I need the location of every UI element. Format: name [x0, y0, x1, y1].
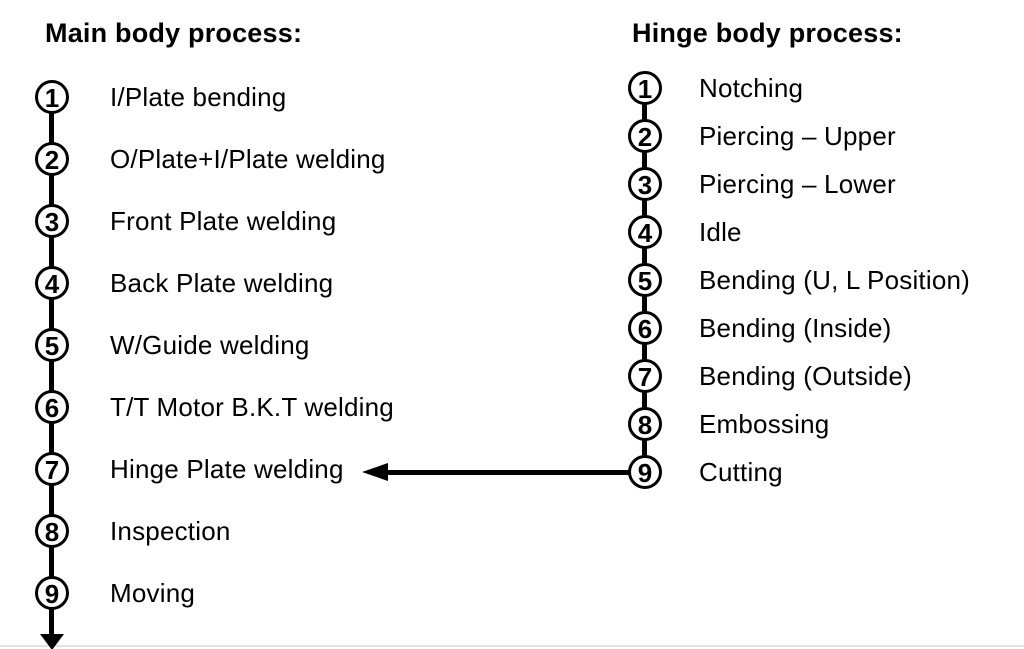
- process-step-number: 7: [637, 362, 653, 392]
- process-step-number: 4: [637, 218, 653, 248]
- process-step-label: Piercing – Upper: [699, 120, 896, 151]
- process-step-label: Piercing – Lower: [699, 168, 896, 199]
- process-step-number: 9: [637, 458, 653, 488]
- process-step-number: 3: [44, 207, 60, 237]
- process-step-number: 8: [637, 410, 653, 440]
- process-step-label: T/T Motor B.K.T welding: [110, 391, 394, 422]
- process-step-number: 9: [44, 579, 60, 609]
- main-chain-line: [49, 97, 54, 636]
- process-step-number: 2: [637, 122, 653, 152]
- main-body-process-title: Main body process:: [45, 18, 303, 48]
- process-step-circle: 1: [35, 80, 69, 114]
- process-step-number: 8: [44, 517, 60, 547]
- process-step-circle: 8: [35, 514, 69, 548]
- process-step-circle: 7: [628, 359, 662, 393]
- process-step-label: Moving: [110, 577, 196, 608]
- connector-left-arrowhead-icon: [362, 463, 388, 481]
- process-step-label: Cutting: [699, 456, 783, 487]
- process-step-number: 4: [44, 269, 60, 299]
- process-step-circle: 4: [35, 266, 69, 300]
- process-step-number: 1: [44, 83, 60, 113]
- process-step-label: Notching: [699, 72, 804, 103]
- process-step-circle: 2: [35, 142, 69, 176]
- process-step-label: I/Plate bending: [110, 81, 287, 112]
- process-step-circle: 5: [35, 328, 69, 362]
- process-step-circle: 6: [628, 311, 662, 345]
- process-step-number: 5: [44, 331, 60, 361]
- process-step-label: Back Plate welding: [110, 267, 334, 298]
- process-step-circle: 2: [628, 119, 662, 153]
- bottom-divider: [0, 645, 1024, 647]
- process-step-number: 6: [637, 314, 653, 344]
- process-step-number: 3: [637, 170, 653, 200]
- process-step-label: Embossing: [699, 408, 830, 439]
- process-step-number: 6: [44, 393, 60, 423]
- process-step-circle: 9: [35, 576, 69, 610]
- connector-arrow-line: [383, 470, 630, 475]
- process-step-number: 5: [637, 266, 653, 296]
- process-step-circle: 4: [628, 215, 662, 249]
- process-step-label: Hinge Plate welding: [110, 453, 344, 484]
- process-step-number: 7: [44, 455, 60, 485]
- process-step-circle: 1: [628, 71, 662, 105]
- main-chain-down-arrowhead-icon: [40, 634, 64, 649]
- process-step-label: Front Plate welding: [110, 205, 337, 236]
- process-step-label: Bending (Outside): [699, 360, 912, 391]
- process-step-circle: 3: [35, 204, 69, 238]
- process-step-label: Bending (U, L Position): [699, 264, 970, 295]
- process-step-label: Inspection: [110, 515, 231, 546]
- process-step-circle: 3: [628, 167, 662, 201]
- process-step-label: Idle: [699, 216, 742, 247]
- process-step-number: 2: [44, 145, 60, 175]
- process-step-circle: 6: [35, 390, 69, 424]
- process-step-circle: 7: [35, 452, 69, 486]
- process-step-label: O/Plate+I/Plate welding: [110, 143, 386, 174]
- process-step-number: 1: [637, 74, 653, 104]
- process-step-label: W/Guide welding: [110, 329, 310, 360]
- process-step-label: Bending (Inside): [699, 312, 892, 343]
- process-step-circle: 5: [628, 263, 662, 297]
- hinge-body-process-title: Hinge body process:: [632, 18, 903, 48]
- process-step-circle: 9: [628, 455, 662, 489]
- process-step-circle: 8: [628, 407, 662, 441]
